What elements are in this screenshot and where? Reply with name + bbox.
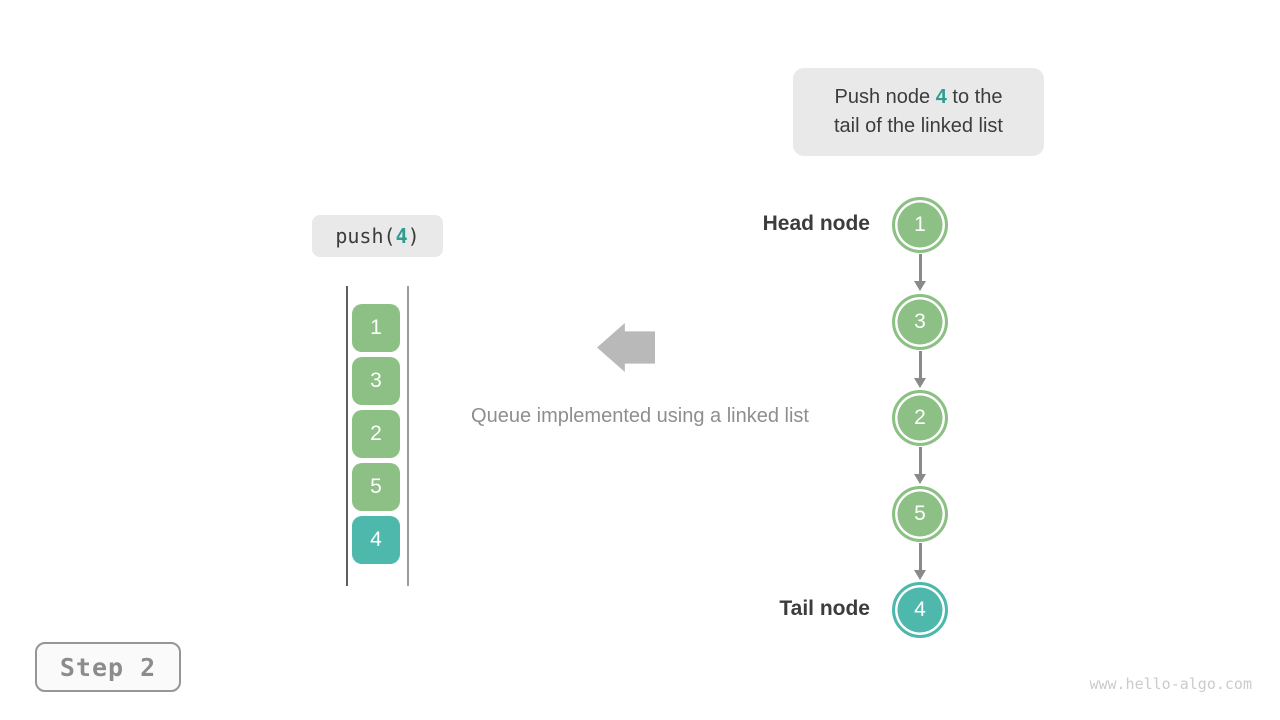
stack-item-new: 4 [352,516,400,564]
step-label: Step 2 [59,652,157,682]
operation-badge: push(4) [312,215,443,257]
down-arrow-icon [919,447,922,475]
operation-arg: 4 [395,224,408,248]
list-node: 3 [892,294,948,350]
queue-wall-right-line [407,286,409,586]
watermark-text: www.hello-algo.com [1089,675,1252,693]
down-arrow-icon [919,351,922,379]
node-value: 4 [914,598,926,621]
down-arrowhead-icon [914,378,926,388]
head-node-label: Head node [762,212,870,235]
caption-text: Queue implemented using a linked list [471,405,809,427]
annotation-line2: tail of the linked list [834,115,1003,137]
down-arrowhead-icon [914,570,926,580]
tail-node-label: Tail node [779,597,870,620]
stack-item-value: 2 [370,422,382,445]
node-value: 2 [914,406,926,429]
stack-item-value: 4 [370,528,382,551]
down-arrowhead-icon [914,281,926,291]
operation-suffix: ) [407,224,420,248]
annotation-box: Push node 4 to the tail of the linked li… [793,68,1044,156]
down-arrowhead-icon [914,474,926,484]
node-value: 3 [914,310,926,333]
stack-item-value: 5 [370,475,382,498]
stack-item: 1 [352,304,400,352]
left-block-arrow-icon [597,323,655,372]
list-node: 5 [892,486,948,542]
list-node: 1 [892,197,948,253]
list-node-tail: 4 [892,582,948,638]
annotation-prefix: Push node [834,86,936,108]
stack-item: 3 [352,357,400,405]
stack-item: 2 [352,410,400,458]
stack-item-value: 3 [370,369,382,392]
down-arrow-icon [919,543,922,571]
list-node: 2 [892,390,948,446]
annotation-highlight-value: 4 [935,86,947,108]
node-value: 5 [914,502,926,525]
queue-wall-left-line [346,286,348,586]
down-arrow-icon [919,254,922,282]
operation-prefix: push( [335,224,396,248]
annotation-suffix: to the [946,86,1003,108]
step-badge: Step 2 [35,642,181,692]
annotation-line1: Push node 4 to the [835,83,1003,112]
node-value: 1 [914,213,926,236]
stack-item-value: 1 [370,316,382,339]
stack-item: 5 [352,463,400,511]
